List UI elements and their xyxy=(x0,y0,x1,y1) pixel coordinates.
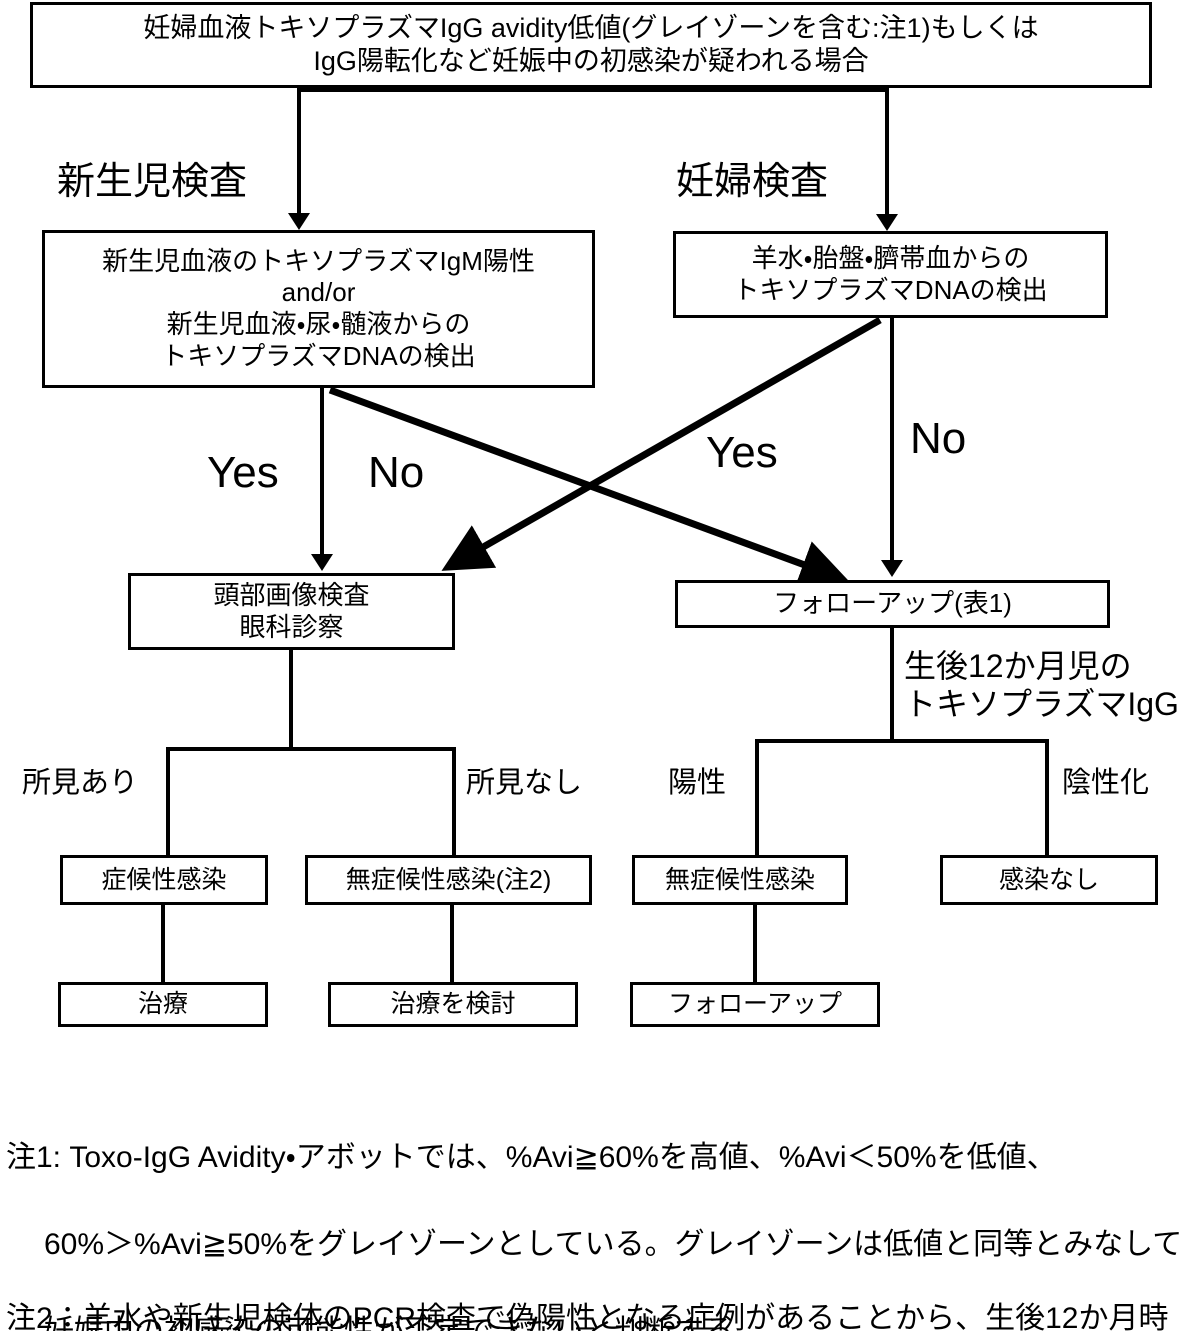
label-findings-present: 所見あり xyxy=(22,767,139,799)
node-head-imaging-eye-exam[interactable]: 頭部画像検査 眼科診察 xyxy=(128,573,455,650)
label-neonate-no: No xyxy=(368,448,425,497)
arrowhead-to-neonate-box xyxy=(288,213,310,230)
label-maternal-no: No xyxy=(910,414,967,463)
connector-imaging-split xyxy=(166,747,456,751)
label-igg-12-months: 生後12か月児の トキソプラズマIgG xyxy=(904,648,1179,722)
connector-symptomatic-to-treatment xyxy=(161,905,165,982)
label-igg-positive: 陽性 xyxy=(668,767,727,799)
node-followup[interactable]: フォローアップ xyxy=(630,982,880,1027)
connector-findings-present xyxy=(166,747,170,855)
node-symptomatic-infection[interactable]: 症候性感染 xyxy=(60,855,268,905)
node-asymptomatic-infection[interactable]: 無症候性感染 xyxy=(632,855,848,905)
node-maternal-test[interactable]: 羊水・胎盤・臍帯血からの トキソプラズマDNAの検出 xyxy=(673,231,1108,318)
footnote-note1-line2: 60%＞%Avi≧50%をグレイゾーンとしている。グレイゾーンは低値と同等とみな… xyxy=(44,1227,1183,1261)
connector-followup-split xyxy=(755,739,1049,743)
arrowhead-to-maternal-box xyxy=(876,214,898,231)
connector-asymptomatic-to-followup xyxy=(753,905,757,982)
connector-positive xyxy=(755,739,759,855)
arrowhead-maternal-no xyxy=(881,560,903,577)
connector-neonate-yes xyxy=(320,388,324,556)
connector-maternal-no xyxy=(890,318,894,562)
node-followup-table1[interactable]: フォローアップ(表1) xyxy=(675,580,1110,628)
connector-imaging-down xyxy=(289,650,293,747)
connector-top-to-neonate xyxy=(297,88,301,223)
node-treatment[interactable]: 治療 xyxy=(58,982,268,1027)
connector-top-split xyxy=(297,88,889,92)
footnote-note1-line1: 注1: Toxo-IgG Avidity・アボットでは、%Avi≧60%を高値、… xyxy=(6,1140,1057,1174)
label-neonate-exam: 新生児検査 xyxy=(57,161,248,203)
connector-followup-down xyxy=(890,628,894,739)
label-seroreversion: 陰性化 xyxy=(1062,767,1150,799)
node-asymptomatic-infection-note2[interactable]: 無症候性感染(注2) xyxy=(305,855,592,905)
node-neonate-test[interactable]: 新生児血液のトキソプラズマIgM陽性 and/or 新生児血液・尿・髄液からの … xyxy=(42,230,595,388)
node-consider-treatment[interactable]: 治療を検討 xyxy=(328,982,578,1027)
label-neonate-yes: Yes xyxy=(207,448,279,497)
footnote-note2-line1: 注2：羊水や新生児検体のPCR検査で偽陽性となる症例があることから、生後12か月… xyxy=(6,1301,1169,1331)
footnote-note1: 注1: Toxo-IgG Avidity・アボットでは、%Avi≧60%を高値、… xyxy=(6,1092,1186,1331)
label-maternal-yes: Yes xyxy=(706,428,778,477)
connector-top-to-maternal xyxy=(885,88,889,224)
arrowhead-neonate-yes xyxy=(311,554,333,571)
footnote-note1-line3: 妊娠中の初感染の可能性が否定できないと判断する。 xyxy=(44,1314,764,1331)
connector-findings-absent xyxy=(452,747,456,855)
node-no-infection[interactable]: 感染なし xyxy=(940,855,1158,905)
node-initial-suspicion[interactable]: 妊婦血液トキソプラズマIgG avidity低値(グレイゾーンを含む:注1)もし… xyxy=(30,2,1152,88)
connector-asymptomatic2-to-consider xyxy=(450,905,454,982)
connector-seroreversion xyxy=(1045,739,1049,855)
footnote-note2: 注2：羊水や新生児検体のPCR検査で偽陽性となる症例があることから、生後12か月… xyxy=(6,1253,1186,1331)
label-maternal-exam: 妊婦検査 xyxy=(676,161,829,203)
label-findings-absent: 所見なし xyxy=(466,767,583,799)
